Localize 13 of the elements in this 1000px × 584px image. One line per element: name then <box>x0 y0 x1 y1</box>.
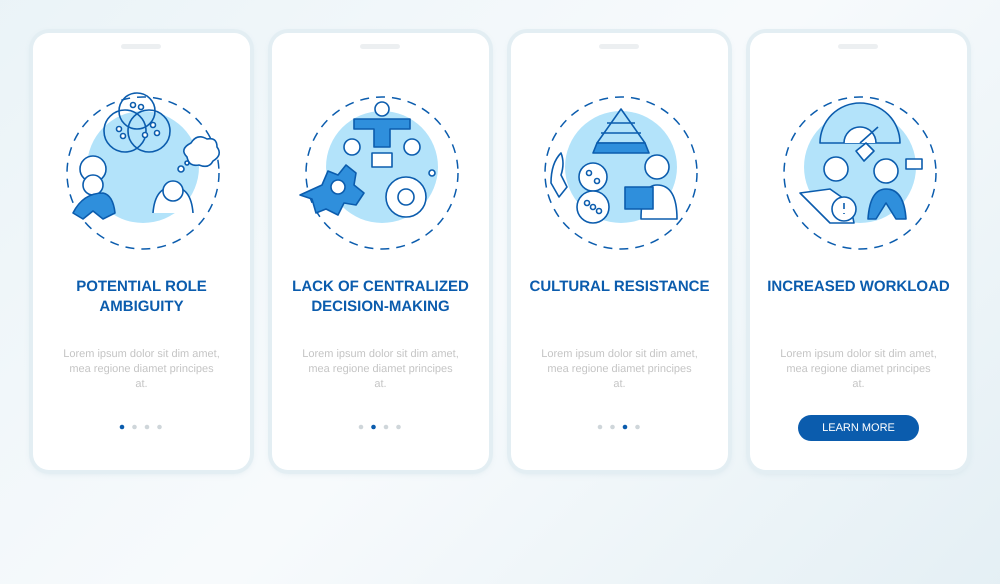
phone-screen <box>272 33 489 470</box>
screen-title: CULTURAL RESISTANCE <box>528 277 710 297</box>
phone-screen <box>33 33 250 470</box>
body-text: Lorem ipsum dolor sit dim amet, mea regione diamet principes at. <box>302 347 459 392</box>
body-text: Lorem ipsum dolor sit dim amet, mea regione diamet principes at. <box>63 347 220 392</box>
screen-title: INCREASED WORKLOAD <box>766 277 951 297</box>
learn-more-button: LEARN MORE <box>798 415 919 441</box>
screen-title: LACK OF CENTRALIZED DECISION-MAKING <box>291 277 470 317</box>
phone-screen <box>750 33 967 470</box>
body-text: Lorem ipsum dolor sit dim amet, mea regione diamet principes at. <box>541 347 698 392</box>
phone-screen <box>511 33 728 470</box>
screen-title: POTENTIAL ROLE AMBIGUITY <box>75 277 208 317</box>
body-text: Lorem ipsum dolor sit dim amet, mea regione diamet principes at. <box>780 347 937 392</box>
